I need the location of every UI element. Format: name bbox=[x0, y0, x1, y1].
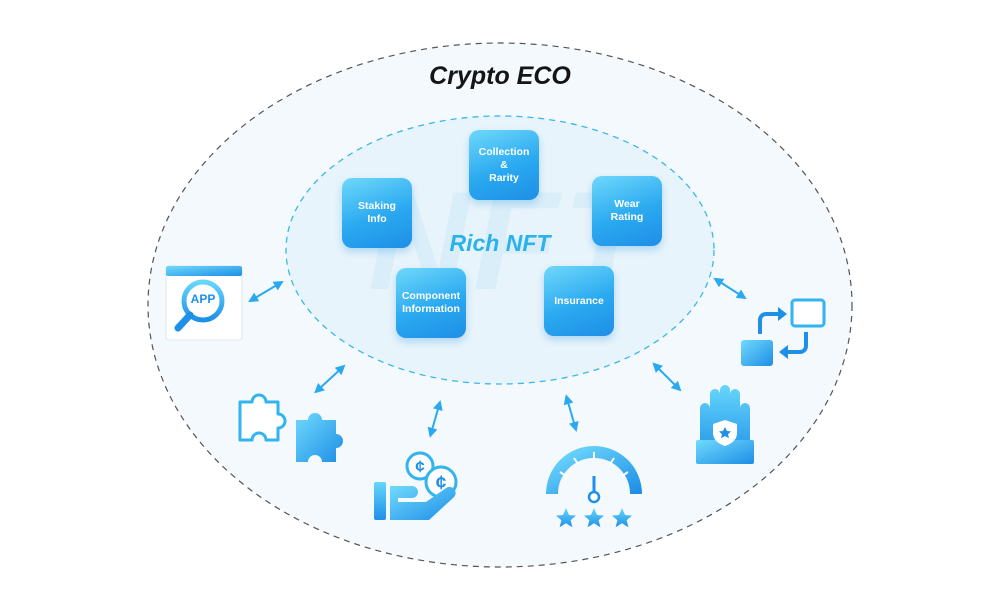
arrow-app bbox=[248, 280, 284, 303]
node-label: Wear Rating bbox=[610, 198, 644, 223]
node-wear-rating: Wear Rating bbox=[592, 176, 662, 246]
coin-symbol-2: ¢ bbox=[436, 473, 447, 494]
exchange-icon bbox=[741, 298, 826, 366]
arrow-exchange bbox=[713, 277, 747, 300]
glove-shield-icon bbox=[696, 385, 754, 464]
node-label: Insurance bbox=[554, 294, 604, 307]
app-label: APP bbox=[190, 292, 216, 306]
node-insurance: Insurance bbox=[544, 266, 614, 336]
node-label: Component Information bbox=[401, 290, 461, 315]
arrow-glove bbox=[652, 362, 682, 392]
diagram-title: Crypto ECO bbox=[429, 62, 571, 90]
center-label: Rich NFT bbox=[449, 230, 551, 256]
node-label: Collection & Rarity bbox=[478, 145, 530, 184]
node-staking-info: Staking Info bbox=[342, 178, 412, 248]
arrow-puzzle bbox=[314, 364, 346, 394]
app-search-icon bbox=[165, 265, 243, 341]
puzzle-icon bbox=[238, 393, 344, 462]
coin-symbol-1: ¢ bbox=[415, 457, 425, 476]
coin-hand-icon: ¢ ¢ bbox=[374, 451, 458, 520]
arrow-gauge bbox=[563, 394, 579, 432]
gauge-stars-icon bbox=[546, 446, 642, 528]
node-component-information: Component Information bbox=[396, 268, 466, 338]
arrow-coin bbox=[427, 400, 443, 438]
node-collection-rarity: Collection & Rarity bbox=[469, 130, 539, 200]
connector-arrows bbox=[248, 277, 747, 438]
node-label: Staking Info bbox=[358, 200, 396, 225]
